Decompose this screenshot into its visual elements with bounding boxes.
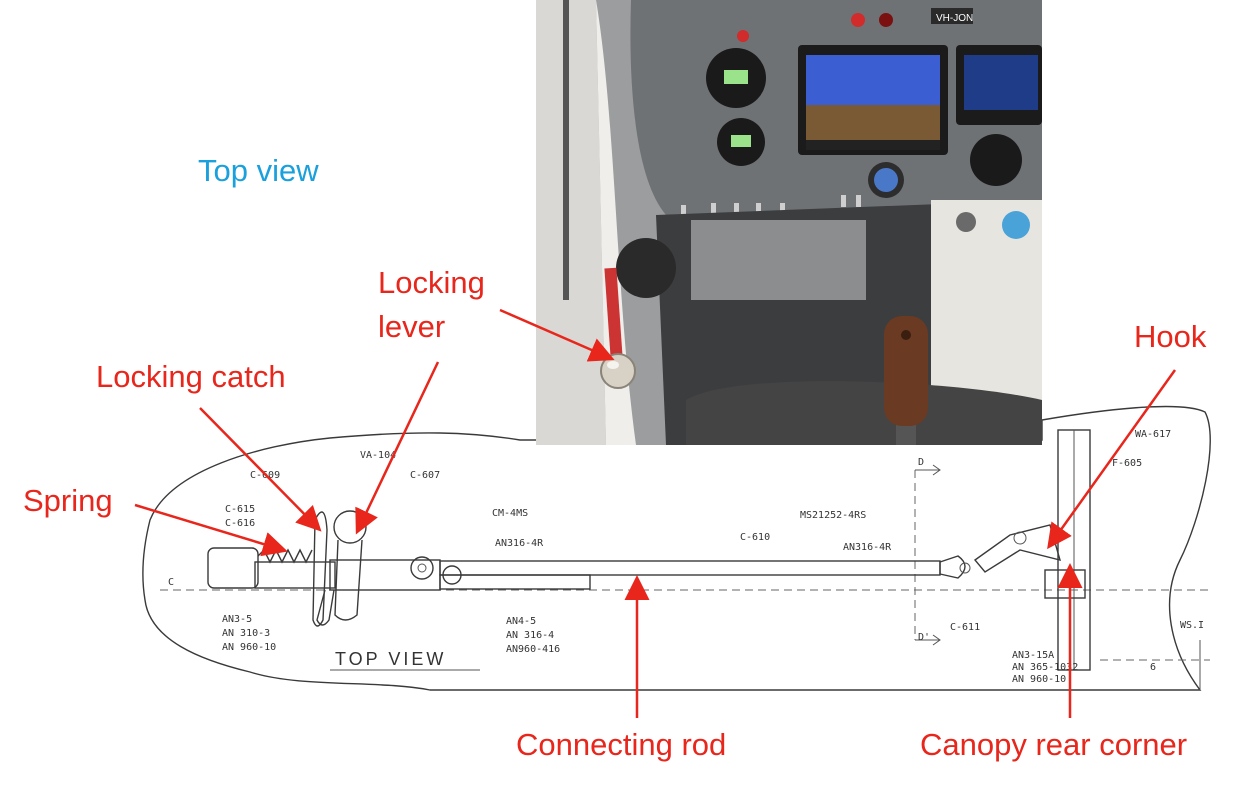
pn-an96010b: AN 960-10 <box>1012 674 1066 685</box>
hook-label: Hook <box>1134 319 1207 354</box>
pn-wsi: WS.I <box>1180 620 1204 631</box>
pn-six: 6 <box>1150 662 1156 673</box>
pn-an35: AN3-5 <box>222 614 252 625</box>
cockpit-photo: VH-JON <box>536 0 1042 445</box>
top-view-heading: Top view <box>198 153 319 188</box>
locking-catch-label: Locking catch <box>96 359 286 394</box>
pn-an960416: AN960-416 <box>506 644 560 655</box>
pn-cm4ms: CM-4MS <box>492 508 528 519</box>
catch-body <box>254 561 336 589</box>
locking-lever-knob <box>600 353 636 389</box>
pn-c610: C-610 <box>740 532 770 543</box>
locking-lever-label-line1: Locking <box>378 265 485 300</box>
spring-housing <box>207 547 259 589</box>
canopy-corner-block <box>1044 569 1086 599</box>
lever-disc <box>333 510 367 544</box>
drawing-title: TOP VIEW <box>335 649 446 669</box>
control-stick-grip <box>884 316 928 426</box>
pn-an3103: AN 310-3 <box>222 628 270 639</box>
hook-drawing <box>973 524 1062 573</box>
pn-c616: C-616 <box>225 518 255 529</box>
rod-end-left <box>410 556 434 580</box>
spring-coil <box>257 548 313 564</box>
pn-an3164: AN 316-4 <box>506 630 554 641</box>
pn-an315a: AN3-15A <box>1012 650 1054 661</box>
pn-c607: C-607 <box>410 470 440 481</box>
pn-c611: C-611 <box>950 622 980 633</box>
pn-f605: F-605 <box>1112 458 1142 469</box>
pn-an96010: AN 960-10 <box>222 642 276 653</box>
pn-an45: AN4-5 <box>506 616 536 627</box>
section-d-top: D <box>918 457 924 468</box>
pn-ms21252: MS21252-4RS <box>800 510 866 521</box>
pn-wa617: WA-617 <box>1135 429 1171 440</box>
pn-va104: VA-104 <box>360 450 396 461</box>
pn-an316-right: AN316-4R <box>843 542 892 553</box>
registration-plate: VH-JON <box>936 13 973 24</box>
rod-end-right <box>939 555 966 579</box>
svg-text:C: C <box>168 577 174 588</box>
pn-an365: AN 365-1032 <box>1012 662 1078 673</box>
spring-label: Spring <box>23 483 113 518</box>
connecting-rod-label: Connecting rod <box>516 727 727 762</box>
pn-c615: C-615 <box>225 504 255 515</box>
locking-lever-label-line2: lever <box>378 309 446 344</box>
drawing-outline <box>142 405 1211 691</box>
pn-c609: C-609 <box>250 470 280 481</box>
canopy-rear-corner-label: Canopy rear corner <box>920 727 1188 762</box>
pn-an316-top: AN316-4R <box>495 538 544 549</box>
section-d-bottom: D' <box>918 632 930 643</box>
connecting-rod-drawing <box>439 560 941 576</box>
